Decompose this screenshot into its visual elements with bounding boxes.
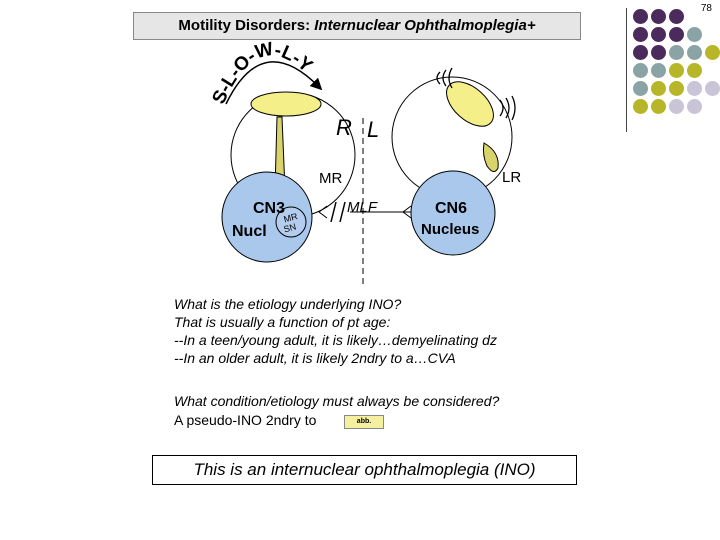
cn3-label-line2: Nucl	[232, 223, 267, 240]
abbreviation-badge[interactable]: abb.	[344, 415, 384, 429]
question-line: --In an older adult, it is likely 2ndry …	[174, 349, 497, 367]
etiology-question-block: What is the etiology underlying INO? Tha…	[174, 295, 497, 367]
mlf-lesion-mark	[331, 202, 336, 222]
l-label: L	[367, 117, 379, 142]
right-eye-cornea	[251, 92, 321, 116]
mlf-lesion-mark	[340, 202, 345, 222]
r-label: R	[336, 115, 352, 140]
cn6-label-line2: Nucleus	[421, 221, 479, 238]
condition-question: What condition/etiology must always be c…	[174, 393, 499, 409]
question-line: --In a teen/young adult, it is likely…de…	[174, 331, 497, 349]
cn6-label-line1: CN6	[435, 200, 467, 217]
answer-box: This is an internuclear ophthalmoplegia …	[152, 455, 577, 485]
mr-label: MR	[319, 170, 342, 187]
lr-label: LR	[502, 169, 521, 186]
mlf-label: MLF	[347, 199, 378, 216]
question-line: That is usually a function of pt age:	[174, 313, 497, 331]
question-line: What is the etiology underlying INO?	[174, 295, 497, 313]
cn3-label-line1: CN3	[253, 200, 285, 217]
pseudo-ino-line: A pseudo-INO 2ndry to	[174, 412, 316, 428]
